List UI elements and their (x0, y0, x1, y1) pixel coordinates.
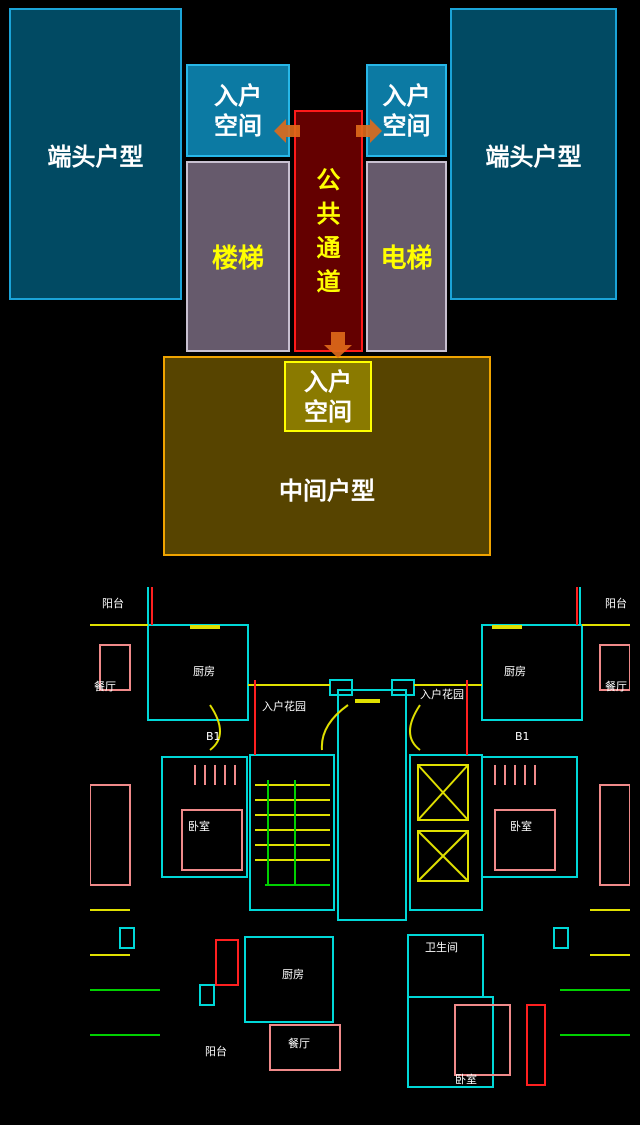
label-b1-right: B1 (515, 730, 530, 743)
label-bedroom-right: 卧室 (510, 819, 532, 833)
label-b1-left: B1 (206, 730, 221, 743)
label-balcony-center: 阳台 (205, 1044, 227, 1058)
entry-right-line2: 空间 (382, 111, 431, 140)
label-bedroom-left: 卧室 (188, 819, 210, 833)
public-corridor: 公共通道 (294, 110, 363, 352)
middle-unit-label: 中间户型 (279, 477, 375, 505)
arrow-down-icon (324, 332, 352, 358)
entry-right-line1: 入户 (382, 81, 431, 110)
end-unit-right: 端头户型 (450, 8, 617, 300)
corridor-char: 通 (316, 234, 341, 262)
arrow-left-icon (274, 119, 300, 143)
label-balcony-left: 阳台 (102, 596, 124, 610)
stairs-box: 楼梯 (186, 161, 290, 352)
red-elements (151, 587, 578, 1086)
windows-doors (90, 624, 630, 956)
end-unit-left: 端头户型 (9, 8, 182, 300)
label-entry-garden-left: 入户花园 (262, 699, 306, 713)
entry-middle-line2: 空间 (304, 397, 352, 426)
entry-left-line1: 入户 (214, 81, 262, 110)
elevator-label: 电梯 (380, 244, 433, 274)
label-bedroom-center: 卧室 (455, 1072, 477, 1086)
corridor-char: 道 (316, 268, 341, 296)
walls (119, 587, 583, 1088)
label-kitchen-left: 厨房 (193, 665, 215, 678)
label-entry-garden-right: 入户花园 (420, 687, 464, 701)
label-kitchen-right: 厨房 (504, 665, 526, 678)
end-unit-left-label: 端头户型 (47, 142, 144, 171)
corridor-char: 公 (316, 166, 341, 194)
label-balcony-right: 阳台 (605, 596, 627, 610)
elevator-box: 电梯 (366, 161, 447, 352)
furniture (90, 644, 630, 1076)
entry-space-right: 入户空间 (366, 64, 447, 157)
entry-space-left: 入户空间 (186, 64, 290, 157)
label-dining-left: 餐厅 (94, 679, 116, 693)
label-bathroom: 卫生间 (425, 940, 458, 954)
label-dining-center: 餐厅 (288, 1036, 310, 1050)
arrow-right-icon (356, 119, 382, 143)
label-kitchen-center: 厨房 (282, 968, 304, 981)
label-dining-right: 餐厅 (605, 679, 627, 693)
entry-middle-line1: 入户 (304, 367, 352, 396)
entry-space-middle: 入户空间 (284, 361, 372, 432)
axis-lines (90, 780, 630, 1036)
corridor-char: 共 (316, 200, 341, 228)
stairs-label: 楼梯 (211, 244, 264, 274)
entry-left-line2: 空间 (214, 111, 262, 140)
end-unit-right-label: 端头户型 (485, 142, 582, 171)
floor-plan-drawing: 阳台 阳台 餐厅 餐厅 厨房 厨房 入户花园 入户花园 B1 B1 卧室 卧室 … (90, 587, 630, 1088)
